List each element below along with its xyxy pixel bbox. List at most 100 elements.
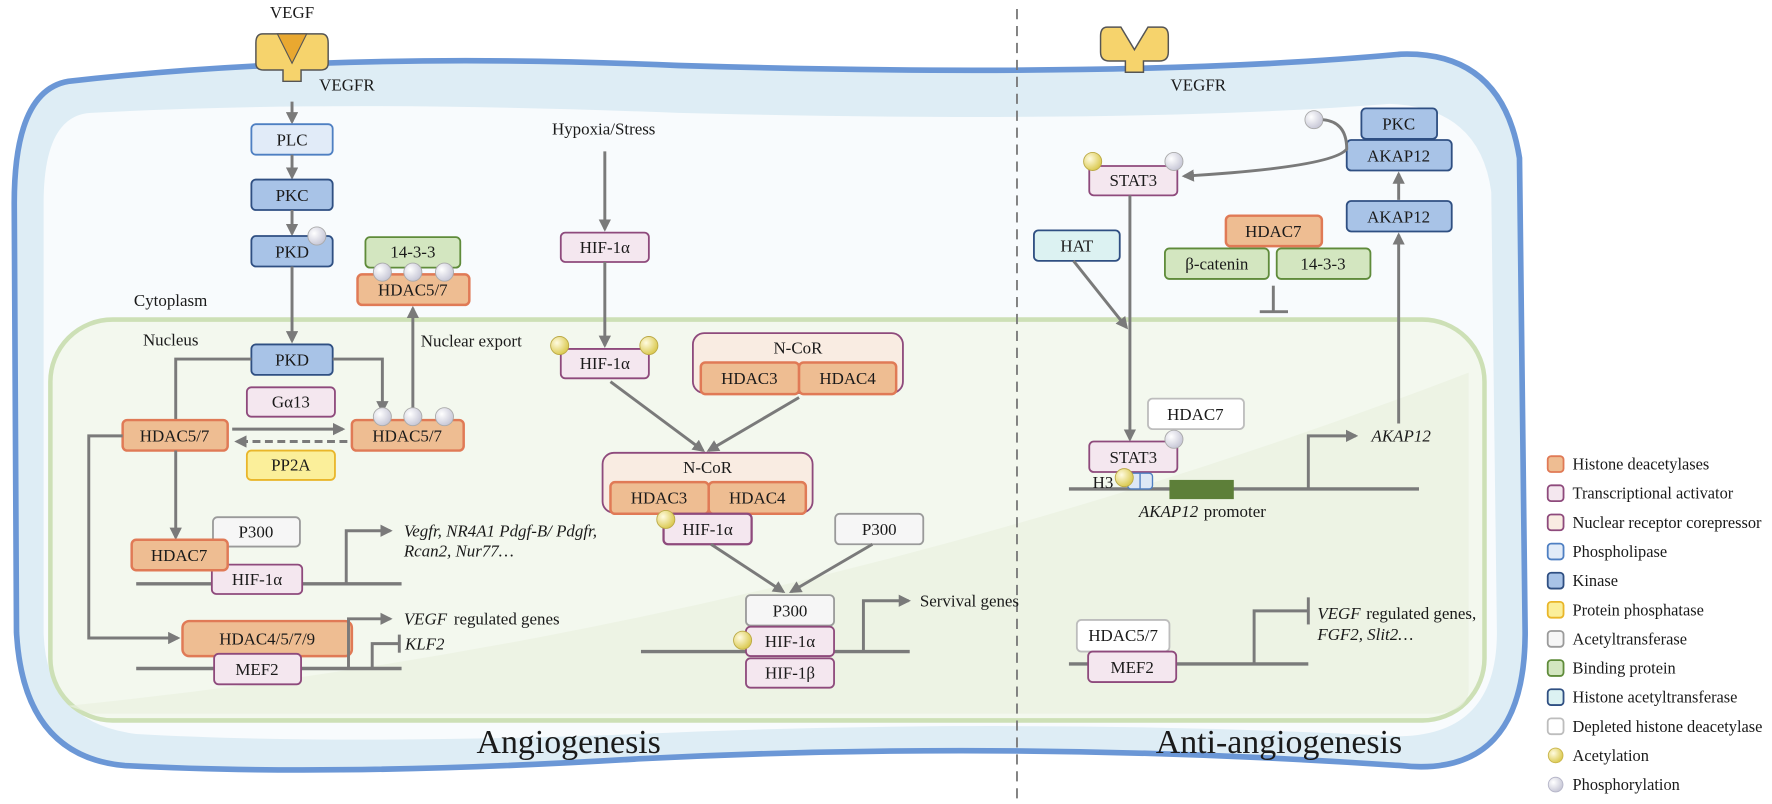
- mef2-right-node[interactable]: MEF2: [1087, 650, 1178, 683]
- acetylation-icon: [733, 630, 753, 650]
- phosphorylation-icon: [1164, 429, 1184, 449]
- vegfr-receptor-right-icon: [1099, 26, 1170, 74]
- hif1a-nucleus-node[interactable]: HIF-1α: [559, 348, 650, 380]
- phosphorylation-icon: [434, 262, 454, 282]
- hdac57-left-node[interactable]: HDAC5/7: [121, 418, 229, 452]
- hdac57-depleted-node[interactable]: HDAC5/7: [1075, 619, 1171, 653]
- nuclear-export-label: Nuclear export: [421, 332, 522, 351]
- svg-text:HDAC4: HDAC4: [729, 488, 786, 507]
- svg-text:HIF-1β: HIF-1β: [765, 664, 815, 683]
- hif1a-low-node[interactable]: HIF-1α: [745, 625, 835, 657]
- svg-text:HDAC5/7: HDAC5/7: [378, 281, 448, 300]
- p300-free-node[interactable]: P300: [834, 512, 925, 546]
- svg-text:N-CoR: N-CoR: [773, 338, 823, 357]
- acetylation-icon: [656, 509, 676, 529]
- hif1b-node[interactable]: HIF-1β: [745, 657, 835, 689]
- hif1a-dna-node[interactable]: HIF-1α: [210, 563, 304, 595]
- svg-text:P300: P300: [773, 601, 808, 620]
- svg-text:HDAC7: HDAC7: [1167, 405, 1223, 424]
- svg-text:N-CoR: N-CoR: [683, 458, 733, 477]
- svg-text:PKC: PKC: [1382, 115, 1415, 134]
- pkd-nucleus-node[interactable]: PKD: [250, 343, 334, 376]
- angiogenesis-title: Angiogenesis: [477, 724, 661, 761]
- plc-node[interactable]: PLC: [250, 123, 334, 156]
- hif1a-cytoplasm-node[interactable]: HIF-1α: [559, 231, 650, 263]
- svg-text:PKD: PKD: [275, 242, 309, 261]
- legend-swatch: [1546, 688, 1565, 706]
- legend-label: Depleted histone deacetylase: [1573, 717, 1763, 736]
- legend-label: Histone deacetylases: [1573, 455, 1710, 474]
- mef2-left-node[interactable]: MEF2: [213, 652, 302, 686]
- svg-text:Gα13: Gα13: [272, 393, 310, 412]
- svg-text:HIF-1α: HIF-1α: [232, 570, 282, 589]
- legend-item: Phospholipase: [1546, 542, 1667, 561]
- phosphorylation-icon: [403, 262, 423, 282]
- akap12-top-node[interactable]: AKAP12: [1345, 139, 1453, 172]
- hdac7-right-node[interactable]: HDAC7: [1224, 214, 1324, 248]
- svg-text:HDAC7: HDAC7: [151, 546, 207, 565]
- svg-text:14-3-3: 14-3-3: [1300, 255, 1345, 274]
- hdac4-top-node: [797, 361, 898, 396]
- pp2a-node[interactable]: PP2A: [245, 449, 336, 481]
- hdac7-left-node[interactable]: HDAC7: [130, 538, 229, 572]
- vegf-ligand-icon: [276, 33, 308, 65]
- vegfr-receptor-icon: [255, 33, 329, 83]
- hdac4579-node[interactable]: HDAC4/5/7/9: [181, 619, 354, 658]
- phosphorylation-icon: [434, 407, 454, 427]
- legend-item: Acetyltransferase: [1546, 629, 1687, 648]
- legend-label: Nuclear receptor corepressor: [1573, 513, 1762, 532]
- phosphorylation-icon: [1547, 776, 1564, 793]
- svg-text:PKD: PKD: [275, 351, 309, 370]
- p300-left-node[interactable]: P300: [212, 516, 301, 548]
- svg-text:MEF2: MEF2: [1111, 658, 1154, 677]
- stat3-cytoplasm-node[interactable]: STAT3: [1088, 165, 1179, 197]
- legend-item: Histone acetyltransferase: [1546, 688, 1737, 707]
- svg-text:HDAC4/5/7/9: HDAC4/5/7/9: [219, 630, 315, 649]
- ncor-complex-mid[interactable]: N-CoR HDAC3 HDAC4: [601, 451, 814, 516]
- hdac7-depleted-node[interactable]: HDAC7: [1147, 397, 1245, 431]
- svg-text:STAT3: STAT3: [1110, 448, 1158, 467]
- legend-label: Phosphorylation: [1573, 775, 1680, 794]
- binding-14-3-3-right-node[interactable]: 14-3-3: [1275, 247, 1372, 280]
- legend-swatch: [1546, 455, 1565, 473]
- ga13-node[interactable]: Gα13: [245, 386, 336, 418]
- phosphorylation-icon: [403, 407, 423, 427]
- svg-text:AKAP12: AKAP12: [1367, 146, 1430, 165]
- ncor-complex-top[interactable]: N-CoR HDAC3 HDAC4: [692, 332, 904, 396]
- legend-item: Binding protein: [1546, 659, 1676, 678]
- nucleus-label: Nucleus: [143, 331, 198, 350]
- legend-label: Transcriptional activator: [1573, 484, 1734, 503]
- akap12-mid-node[interactable]: AKAP12: [1345, 200, 1453, 233]
- beta-catenin-node[interactable]: β-catenin: [1164, 247, 1270, 280]
- legend-swatch: [1546, 630, 1565, 648]
- svg-text:HDAC5/7: HDAC5/7: [1088, 626, 1158, 645]
- legend-swatch: [1546, 717, 1565, 736]
- anti-vegf-genes-line2: FGF2, Slit2…: [1316, 625, 1413, 644]
- legend-item: Histone deacetylases: [1546, 455, 1710, 474]
- legend-item: Nuclear receptor corepressor: [1546, 513, 1762, 532]
- acetylation-icon: [1114, 468, 1134, 488]
- survival-genes-label: Servival genes: [920, 591, 1019, 610]
- acetylation-icon: [639, 336, 659, 356]
- phosphorylation-icon: [307, 226, 327, 246]
- p300-dna-node[interactable]: P300: [745, 594, 835, 627]
- svg-text:HIF-1α: HIF-1α: [682, 520, 732, 539]
- legend-swatch: [1546, 513, 1565, 532]
- acetylation-icon: [1083, 151, 1103, 171]
- svg-text:HIF-1α: HIF-1α: [765, 632, 815, 651]
- pkc-right-node[interactable]: PKC: [1360, 107, 1438, 140]
- svg-text:PLC: PLC: [277, 131, 308, 150]
- svg-text:HDAC3: HDAC3: [721, 369, 777, 388]
- pkc-node[interactable]: PKC: [250, 178, 334, 211]
- svg-text:14-3-3: 14-3-3: [390, 242, 435, 261]
- phosphorylation-icon: [372, 262, 392, 282]
- legend-swatch: [1546, 484, 1565, 503]
- hif1a-mid-node[interactable]: HIF-1α: [662, 512, 753, 546]
- hat-node[interactable]: HAT: [1033, 229, 1121, 262]
- legend-label: Kinase: [1573, 571, 1618, 590]
- legend-label: Binding protein: [1573, 659, 1676, 678]
- stat3-dna-node[interactable]: STAT3: [1088, 440, 1179, 473]
